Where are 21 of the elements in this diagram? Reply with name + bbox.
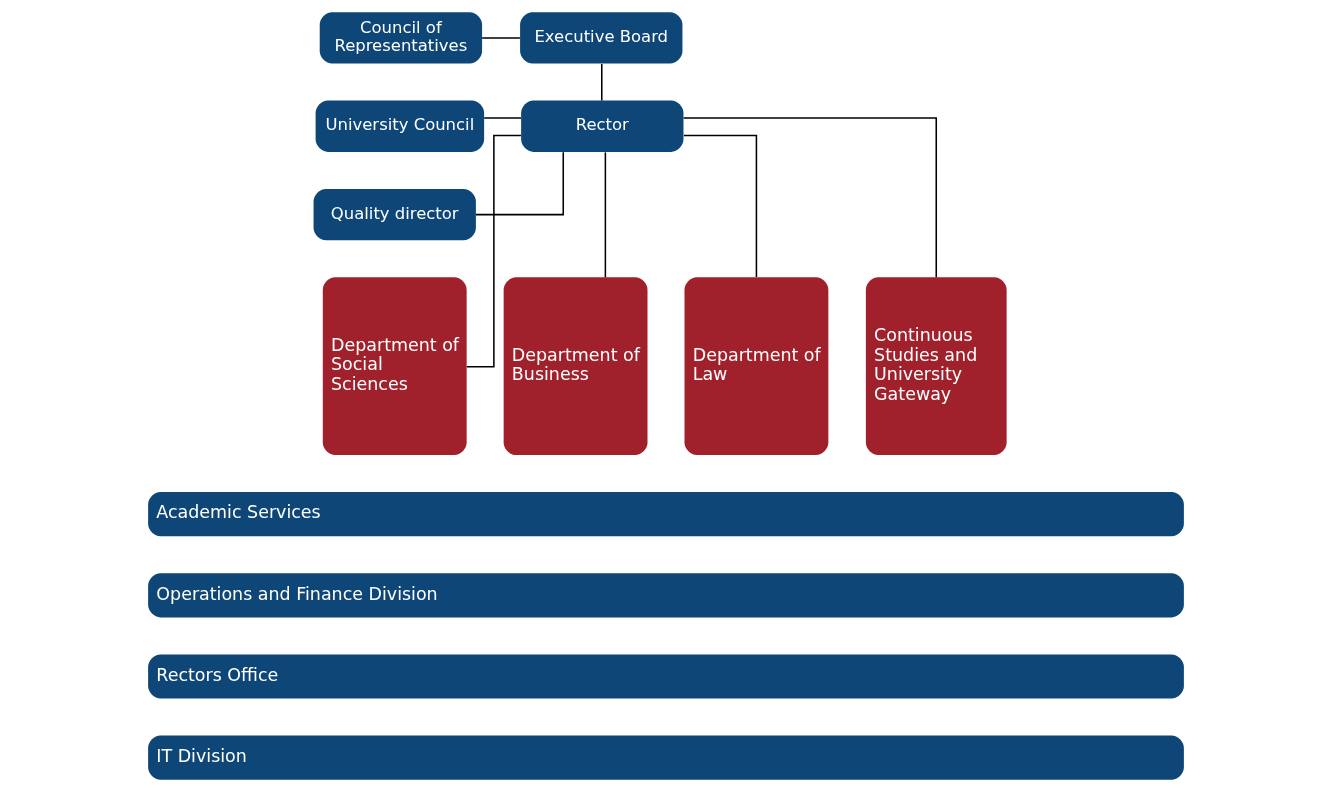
node-box: Quality director — [313, 188, 476, 241]
node-box: University Council — [315, 100, 484, 152]
connector — [480, 37, 521, 39]
node-box: IT Division — [147, 735, 1184, 780]
connector — [483, 117, 522, 119]
node-box: Continuous Studies and University Gateway — [865, 277, 1007, 456]
connector — [604, 151, 606, 278]
node-box: Academic Services — [147, 492, 1184, 537]
node-box: Operations and Finance Division — [147, 573, 1184, 618]
node-box: Department of Social Sciences — [322, 277, 467, 456]
connector — [682, 117, 937, 279]
connector — [465, 134, 522, 368]
node-box: Department of Law — [684, 277, 828, 456]
node-box: Rectors Office — [147, 654, 1184, 699]
connector — [682, 134, 757, 278]
node-box: Rector — [520, 100, 683, 152]
node-box: Department of Business — [503, 277, 647, 456]
connector — [474, 151, 564, 216]
node-box: Executive Board — [519, 12, 682, 64]
connector — [600, 63, 603, 102]
node-box: Council of Representatives — [319, 12, 482, 64]
